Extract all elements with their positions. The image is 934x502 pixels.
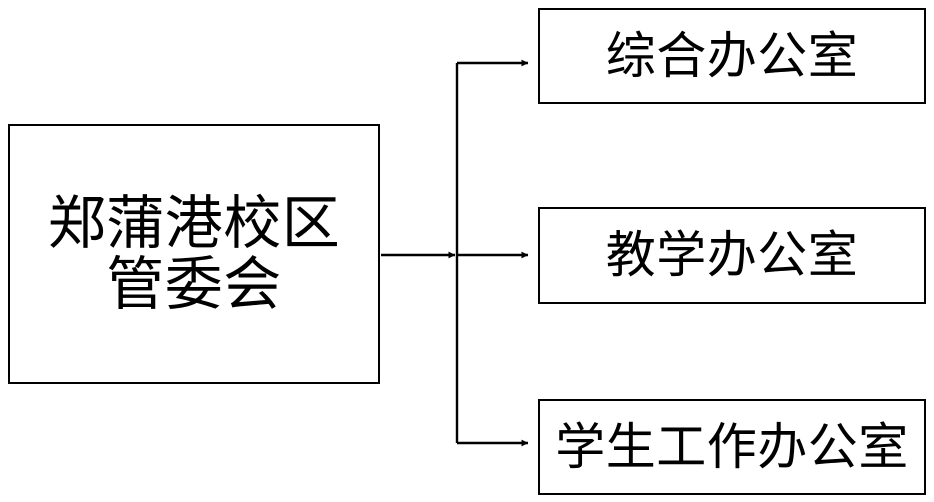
org-node-root[interactable]: 郑蒲港校区 管委会 <box>8 124 380 384</box>
org-node-student-affairs-office[interactable]: 学生工作办公室 <box>538 399 926 495</box>
org-node-teaching-office[interactable]: 教学办公室 <box>538 207 926 304</box>
org-node-general-office[interactable]: 综合办公室 <box>538 8 926 104</box>
